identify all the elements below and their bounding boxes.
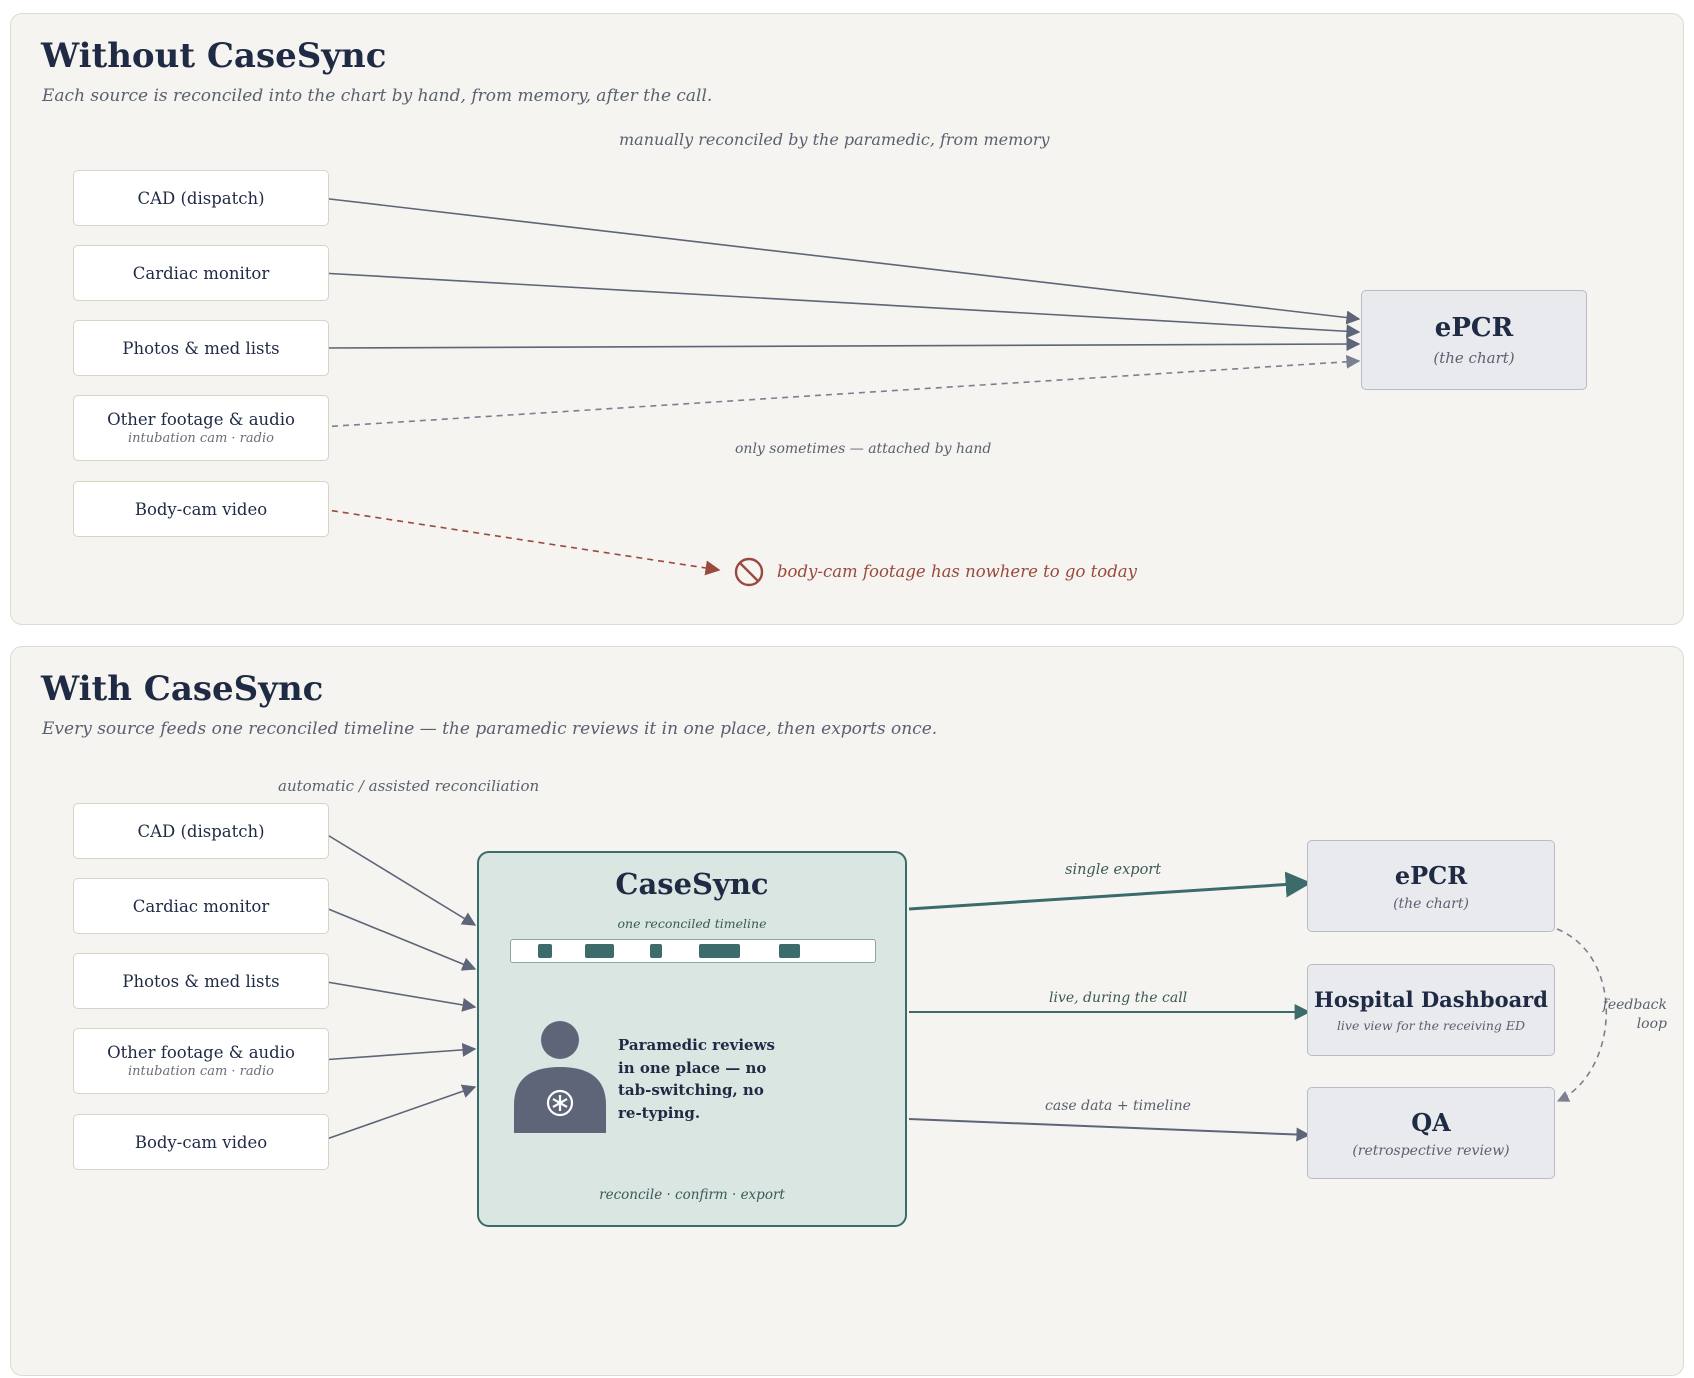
epcr-title: ePCR [1434,313,1514,343]
epcr-box: ePCR (the chart) [1361,290,1587,390]
with-casesync-panel: With CaseSync Every source feeds one rec… [10,646,1684,1376]
timeline-event [650,944,662,958]
edge-label-case-data: case data + timeline [1045,1098,1191,1114]
arrow-bodycam-to-casesync [320,1084,477,1142]
output-qa-subtitle: (retrospective review) [1352,1142,1510,1159]
arrow-case-data-qa [908,1118,1311,1142]
paramedic-review-text: Paramedic reviews in one place — no tab-… [618,1036,775,1122]
timeline-event [779,944,800,958]
source-cardiac-monitor: Cardiac monitor [73,878,329,934]
arrow-monitor-to-casesync [320,905,477,971]
arrow-cad-to-epcr [320,197,1361,325]
output-qa-box: QA (retrospective review) [1307,1087,1555,1179]
source-label: Body-cam video [134,1132,268,1152]
source-label: CAD (dispatch) [137,188,265,208]
source-label: Photos & med lists [122,338,280,358]
source-photos-med-lists: Photos & med lists [73,953,329,1009]
output-qa-title: QA [1411,1107,1451,1137]
arrow-photos-to-casesync [320,980,477,1012]
source-label: Cardiac monitor [132,263,270,283]
output-epcr-title: ePCR [1394,860,1468,890]
sometimes-label: only sometimes — attached by hand [735,441,992,457]
source-label: Other footage & audio [107,1043,295,1062]
without-casesync-panel: Without CaseSync Each source is reconcil… [10,13,1684,625]
arrow-footage-to-epcr [320,354,1361,428]
source-label: Other footage & audio [107,410,295,429]
output-hospital-dashboard-box: Hospital Dashboard live view for the rec… [1307,964,1555,1056]
output-dashboard-title: Hospital Dashboard [1314,987,1548,1012]
arrow-single-export [908,871,1312,911]
without-subtitle: Each source is reconciled into the chart… [42,86,713,106]
assisted-flow-label: automatic / assisted reconciliation [278,777,540,795]
arrow-monitor-to-epcr [320,272,1361,339]
star-of-life-icon [546,1089,574,1117]
paramedic-icon [514,1021,606,1133]
timeline-event [538,944,552,958]
reconciled-timeline-bar [510,939,876,963]
casesync-hub: CaseSync one reconciled timeline Paramed… [477,851,907,1227]
with-title: With CaseSync [41,669,324,709]
edge-label-single-export: single export [1065,862,1162,878]
source-body-cam: Body-cam video [73,481,329,537]
hub-footer: reconcile · confirm · export [599,1187,785,1203]
source-sublabel: intubation cam · radio [128,431,274,446]
source-other-footage: Other footage & audio intubation cam · r… [73,395,329,461]
timeline-event [585,944,614,958]
nowhere-label: body-cam footage has nowhere to go today [777,562,1137,581]
source-cad: CAD (dispatch) [73,170,329,226]
timeline-event [699,944,740,958]
with-subtitle: Every source feeds one reconciled timeli… [42,719,938,739]
manual-flow-label: manually reconciled by the paramedic, fr… [619,130,1050,149]
feedback-loop-label: feedback loop [1602,997,1667,1032]
source-other-footage: Other footage & audio intubation cam · r… [73,1028,329,1094]
arrow-photos-to-epcr [320,337,1361,352]
source-cad: CAD (dispatch) [73,803,329,859]
timeline-caption: one reconciled timeline [617,916,767,931]
arrow-footage-to-casesync [320,1042,477,1061]
epcr-subtitle: (the chart) [1433,349,1515,367]
output-dashboard-subtitle: live view for the receiving ED [1336,1018,1526,1033]
source-label: Photos & med lists [122,971,280,991]
no-entry-icon [734,557,764,587]
edge-label-live: live, during the call [1049,990,1188,1006]
hub-title: CaseSync [615,867,769,901]
output-epcr-subtitle: (the chart) [1393,895,1469,912]
without-title: Without CaseSync [41,36,387,76]
arrow-bodycam-nowhere [320,508,721,576]
source-label: Cardiac monitor [132,896,270,916]
source-label: Body-cam video [134,499,268,519]
arrow-cad-to-casesync [320,830,477,926]
source-sublabel: intubation cam · radio [128,1064,274,1079]
source-label: CAD (dispatch) [137,821,265,841]
output-epcr-box: ePCR (the chart) [1307,840,1555,932]
source-photos-med-lists: Photos & med lists [73,320,329,376]
source-cardiac-monitor: Cardiac monitor [73,245,329,301]
source-body-cam: Body-cam video [73,1114,329,1170]
